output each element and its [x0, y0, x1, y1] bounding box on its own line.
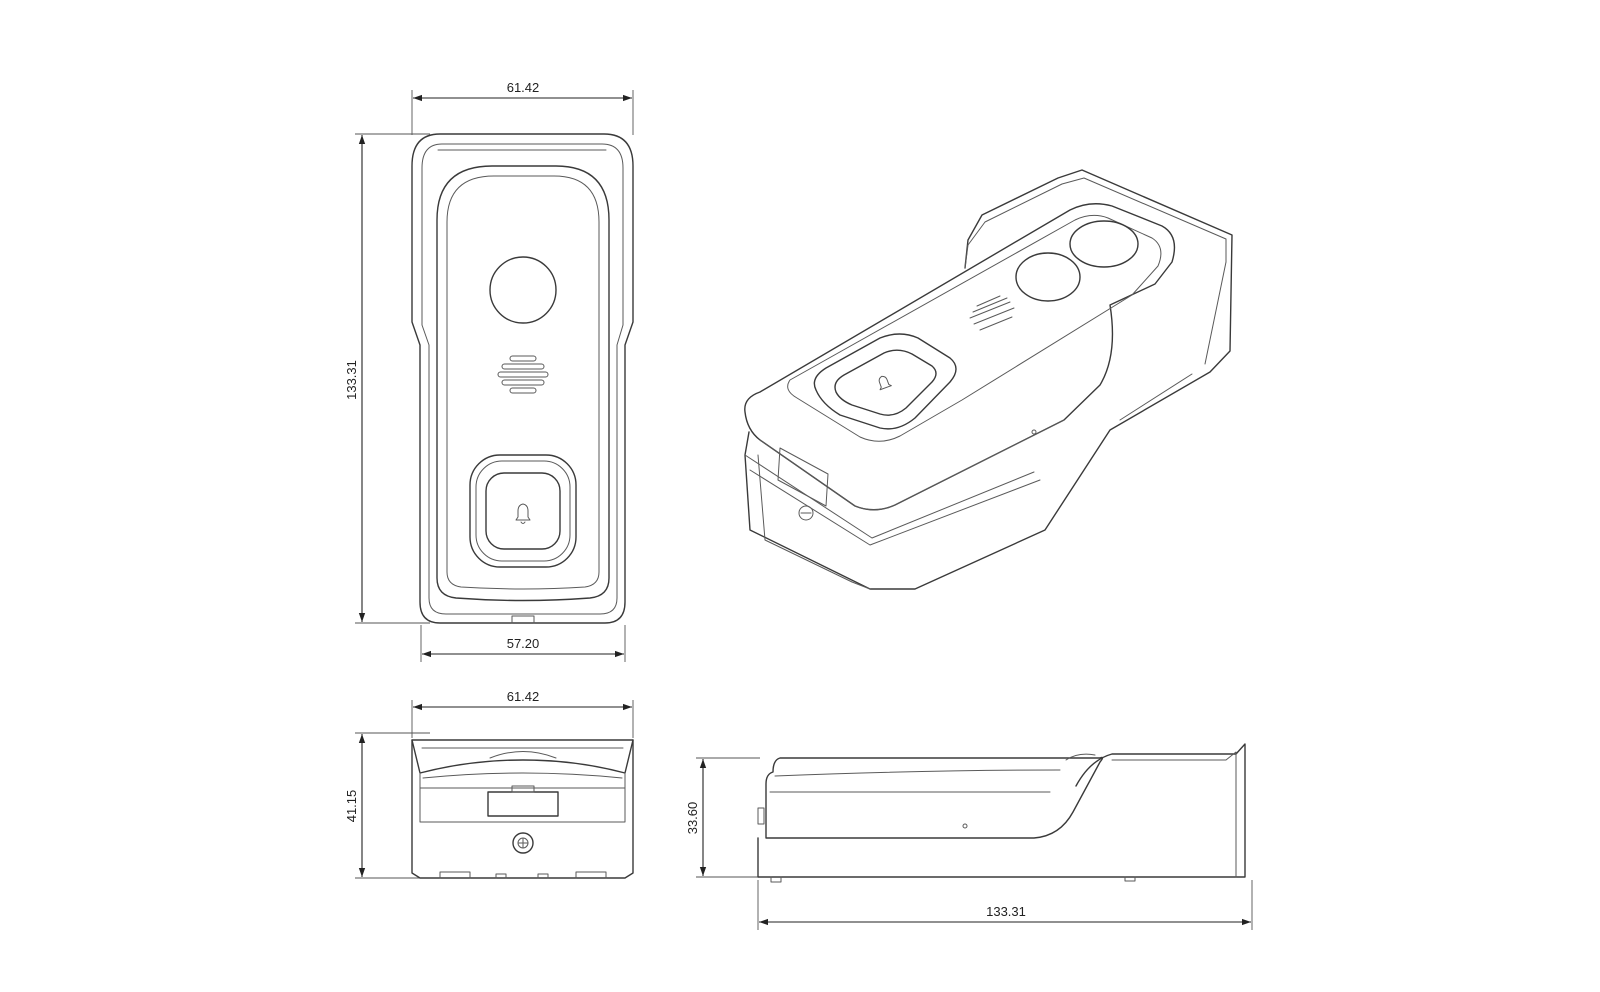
bottom-view: 61.42 41.15	[344, 689, 634, 879]
perspective-sensor-lens	[1069, 220, 1139, 268]
side-view: 33.60 133.31	[685, 743, 1253, 930]
bell-icon	[878, 375, 892, 391]
side-length-label: 133.31	[986, 904, 1026, 919]
screw-icon	[512, 832, 534, 854]
front-view: 61.42 133.31 57.20	[344, 80, 634, 662]
front-speaker-grille	[497, 355, 549, 394]
screw-icon	[798, 505, 814, 521]
side-height-label: 33.60	[685, 802, 700, 835]
perspective-view	[744, 169, 1233, 590]
front-height-label: 133.31	[344, 360, 359, 400]
side-sensor-dot	[962, 823, 968, 829]
bottom-height-label: 41.15	[344, 790, 359, 823]
bottom-slot	[487, 791, 559, 817]
front-face-plate	[436, 165, 610, 602]
bottom-width-label: 61.42	[507, 689, 540, 704]
front-outer-housing	[411, 133, 634, 624]
perspective-speaker-grille	[969, 295, 1015, 331]
side-bracket-profile	[757, 743, 1246, 878]
front-width-bottom-label: 57.20	[507, 636, 540, 651]
bell-icon	[515, 503, 531, 524]
front-camera-lens	[489, 256, 557, 324]
front-width-top-label: 61.42	[507, 80, 540, 95]
perspective-doorbell-button	[834, 349, 937, 416]
front-doorbell-button	[485, 472, 561, 550]
perspective-sensor-dot	[1031, 429, 1037, 435]
front-button-recess	[469, 454, 577, 568]
perspective-bracket	[744, 169, 1233, 590]
perspective-button-recess	[813, 333, 957, 430]
perspective-camera-lens	[1015, 252, 1081, 302]
perspective-side-slot	[777, 447, 829, 507]
side-device-profile	[765, 756, 1104, 839]
